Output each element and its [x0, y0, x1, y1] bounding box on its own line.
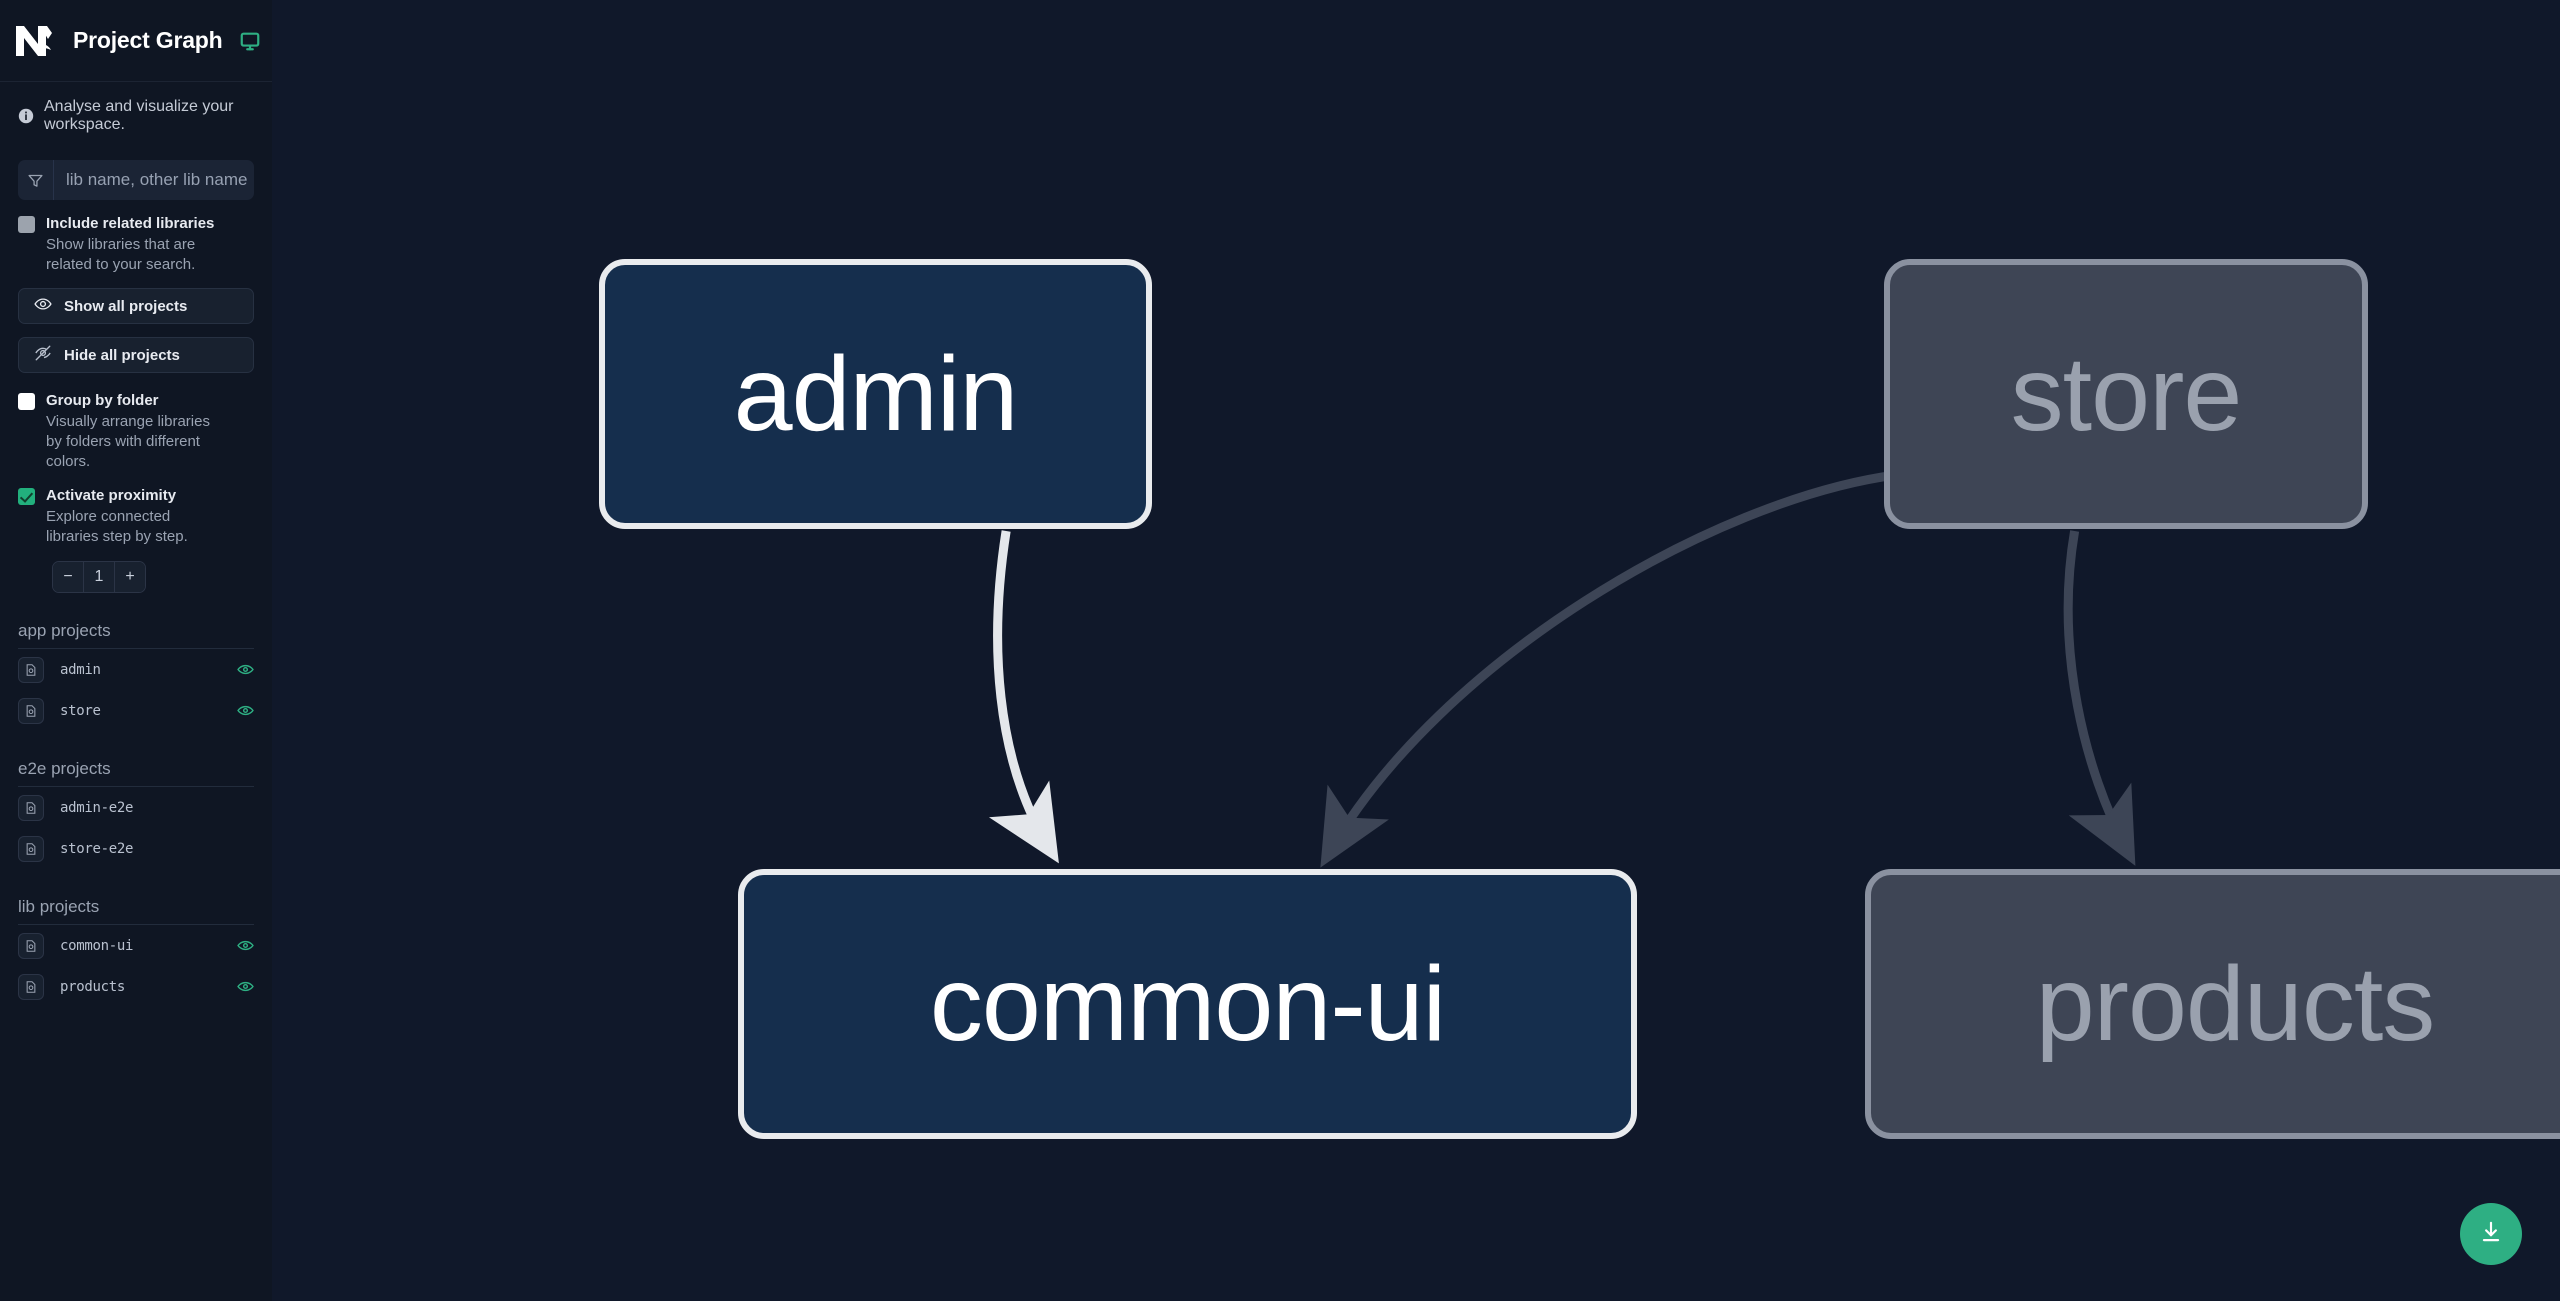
checkbox-group-by-folder[interactable]: [18, 393, 35, 410]
graph-node-label: admin: [733, 334, 1019, 453]
graph-node-label: products: [2035, 944, 2436, 1063]
option-title: Group by folder: [46, 392, 159, 409]
graph-node-label: store: [2010, 334, 2243, 453]
project-file-icon: [18, 794, 44, 821]
search-row[interactable]: [18, 160, 254, 200]
group-heading-app-projects: app projects: [18, 621, 254, 649]
sidebar: Project Graph Analyse and visualize your…: [0, 0, 272, 1301]
project-file-icon: [18, 697, 44, 724]
show-all-projects-label: Show all projects: [64, 297, 188, 315]
option-include-related-libraries[interactable]: Include related libraries Show libraries…: [0, 200, 272, 275]
graph-node-admin[interactable]: admin: [599, 259, 1152, 529]
hide-all-projects-label: Hide all projects: [64, 346, 180, 364]
graph-canvas[interactable]: admin store common-ui products: [272, 0, 2560, 1301]
eye-off-icon: [34, 344, 52, 366]
graph-node-store[interactable]: store: [1884, 259, 2368, 529]
group-heading-lib-projects: lib projects: [18, 897, 254, 925]
project-row-admin[interactable]: admin: [18, 649, 254, 690]
checkbox-activate-proximity[interactable]: [18, 488, 35, 505]
tagline-text: Analyse and visualize your workspace.: [44, 98, 234, 133]
info-icon: [18, 108, 34, 124]
group-heading-e2e-projects: e2e projects: [18, 759, 254, 787]
project-name: store: [60, 702, 101, 719]
edge-admin-to-common-ui: [988, 530, 1059, 864]
project-name: admin: [60, 661, 101, 678]
app-title: Project Graph: [73, 27, 223, 53]
option-description: Explore connected libraries step by step…: [46, 508, 188, 545]
edge-store-to-products: [2063, 530, 2136, 866]
option-description: Visually arrange libraries by folders wi…: [46, 413, 210, 470]
project-visibility-eye-icon[interactable]: [237, 661, 254, 678]
project-visibility-eye-icon[interactable]: [237, 702, 254, 719]
hide-all-projects-button[interactable]: Hide all projects: [18, 337, 254, 373]
proximity-decrement-button[interactable]: −: [53, 562, 83, 592]
project-file-icon: [18, 656, 44, 683]
proximity-stepper[interactable]: − 1 +: [52, 561, 146, 593]
project-file-icon: [18, 932, 44, 959]
option-title: Include related libraries: [46, 215, 215, 232]
project-name: store-e2e: [60, 840, 134, 857]
proximity-value: 1: [83, 562, 114, 592]
option-group-by-folder[interactable]: Group by folder Visually arrange librari…: [0, 373, 272, 472]
eye-icon: [34, 295, 52, 317]
option-activate-proximity[interactable]: Activate proximity Explore connected lib…: [0, 472, 272, 547]
project-name: common-ui: [60, 937, 134, 954]
sidebar-tagline: Analyse and visualize your workspace.: [0, 82, 272, 148]
filter-icon: [18, 160, 54, 200]
show-all-projects-button[interactable]: Show all projects: [18, 288, 254, 324]
download-image-button[interactable]: [2460, 1203, 2522, 1265]
search-input[interactable]: [54, 160, 254, 200]
project-name: admin-e2e: [60, 799, 134, 816]
proximity-increment-button[interactable]: +: [114, 562, 145, 592]
download-icon: [2478, 1219, 2504, 1250]
checkbox-include-related-libraries[interactable]: [18, 216, 35, 233]
project-row-store[interactable]: store: [18, 690, 254, 731]
project-row-admin-e2e[interactable]: admin-e2e: [18, 787, 254, 828]
graph-node-products[interactable]: products: [1865, 869, 2560, 1139]
graph-edges: [988, 470, 2136, 868]
monitor-icon[interactable]: [239, 30, 261, 52]
nx-logo: [14, 22, 58, 60]
project-name: products: [60, 978, 126, 995]
project-row-common-ui[interactable]: common-ui: [18, 925, 254, 966]
project-row-products[interactable]: products: [18, 966, 254, 1007]
project-file-icon: [18, 835, 44, 862]
project-file-icon: [18, 973, 44, 1000]
edge-store-to-common-ui: [1320, 470, 1896, 868]
project-row-store-e2e[interactable]: store-e2e: [18, 828, 254, 869]
sidebar-header: Project Graph: [0, 0, 272, 82]
option-description: Show libraries that are related to your …: [46, 236, 196, 273]
option-title: Activate proximity: [46, 487, 177, 504]
project-visibility-eye-icon[interactable]: [237, 937, 254, 954]
graph-node-label: common-ui: [929, 944, 1446, 1063]
project-visibility-eye-icon[interactable]: [237, 978, 254, 995]
graph-node-common-ui[interactable]: common-ui: [738, 869, 1637, 1139]
